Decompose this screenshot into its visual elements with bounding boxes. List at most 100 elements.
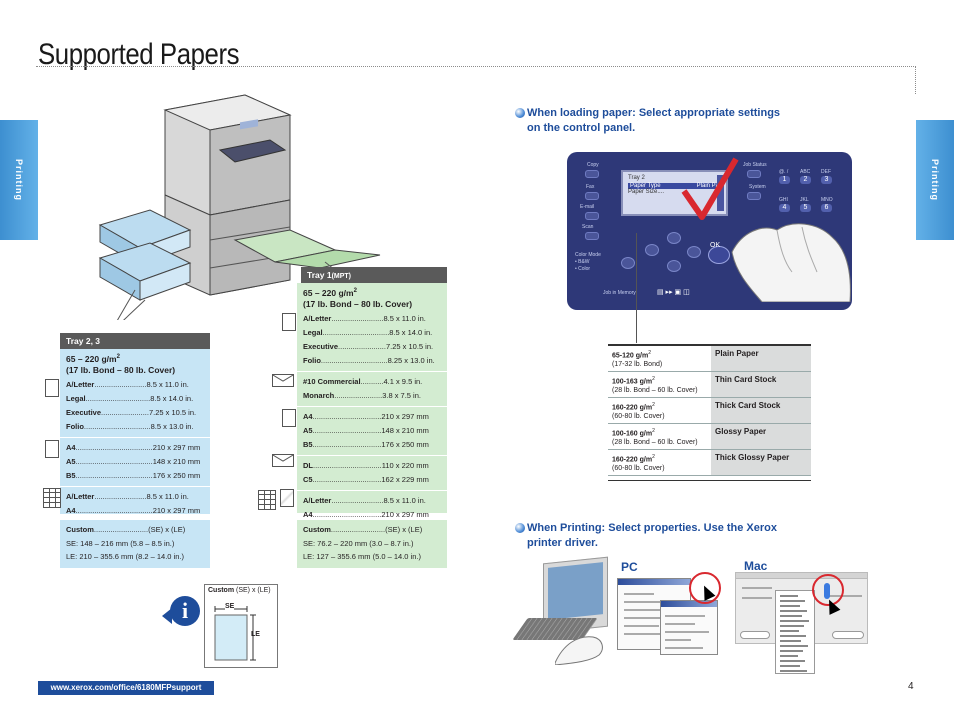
menu-item[interactable] [780,670,807,672]
page-number: 4 [908,681,914,692]
tray1-le: LE: 127 – 355.6 mm (5.0 – 14.0 in.) [303,552,421,561]
tray23-custom-block: Custom..........................(SE) x (… [60,520,210,568]
tray23-size-row: Executive.......................7.25 x 1… [66,407,197,417]
menu-item[interactable] [780,610,807,612]
scan-button[interactable] [585,232,599,240]
arrow-down-button[interactable] [667,260,681,272]
plain-paper-icon [282,409,296,427]
side-tab-left[interactable]: Printing [0,120,38,240]
tray23-se: SE: 148 – 216 mm (5.8 – 8.5 in.) [66,539,175,548]
pc-properties-dialog[interactable] [660,600,718,655]
tray23-block: 65 – 220 g/m2 (17 lb. Bond – 80 lb. Cove… [60,349,210,515]
tray23-weight: 65 – 220 g/m2 [66,353,120,364]
menu-item[interactable] [780,620,809,622]
tray1-block: 65 – 220 g/m2 (17 lb. Bond – 80 lb. Cove… [297,283,447,519]
envelope-icon [272,454,294,467]
plain-paper-icon [45,379,59,397]
back-button[interactable] [621,257,635,269]
tray1-size-row: C5.................................162 x… [303,474,429,484]
tray23-bond: (17 lb. Bond – 80 lb. Cover) [66,364,176,375]
pc-label: PC [621,560,638,574]
keypad-key-4[interactable]: 4 [779,204,790,212]
tray1-size-row: Monarch.......................3.8 x 7.5 … [303,390,421,400]
copy-button[interactable] [585,170,599,178]
info-pointer [162,608,172,624]
menu-item[interactable] [780,660,805,662]
custom-size-sheet [214,606,256,661]
tray1-size-row: Executive.......................7.25 x 1… [303,341,434,351]
support-url[interactable]: www.xerox.com/office/6180MFPsupport [38,681,214,695]
key-letters: GHI [779,197,788,203]
keypad-key-3[interactable]: 3 [821,176,832,184]
key-letters: MNO [821,197,833,203]
tray23-size-row: B5.....................................1… [66,470,201,480]
keypad-key-1[interactable]: 1 [779,176,790,184]
plain-paper-icon [45,440,59,458]
key-letters: @. / [779,169,789,175]
envelope-icon [272,374,294,387]
transparency-icon [280,489,294,507]
loading-heading: When loading paper: Select appropriate s… [515,106,780,136]
custom-size-diagram: Custom (SE) x (LE) SE LE [204,584,278,668]
tray23-size-row: A5.....................................1… [66,456,201,466]
tray1-size-row: B5.................................176 x… [303,439,429,449]
labels-icon [43,488,61,508]
menu-item[interactable] [780,605,800,607]
le-label: LE [251,631,260,638]
tray23-size-row: Legal...............................8.5 … [66,393,194,403]
menu-item[interactable] [780,645,808,647]
tray1-size-row: A/Letter.........................8.5 x 1… [303,495,426,505]
key-letters: JKL [800,197,809,203]
tray1-custom-block: Custom..........................(SE) x (… [297,520,447,568]
printer-illustration [98,94,381,320]
menu-item[interactable] [780,640,801,642]
info-icon: i [170,596,200,626]
arrow-left-button[interactable] [645,244,659,256]
menu-item[interactable] [780,650,803,652]
key-letters: DEF [821,169,831,175]
side-tab-right[interactable]: Printing [916,120,954,240]
tray23-size-row: A/Letter.........................8.5 x 1… [66,379,189,389]
tray1-size-row: A4.................................210 x… [303,411,429,421]
table-bottom-rule [608,480,811,481]
dropdown-arrow-icon[interactable] [824,583,830,599]
menu-item[interactable] [780,600,805,602]
menu-item[interactable] [780,615,802,617]
tray1-se: SE: 76.2 – 220 mm (3.0 – 8.7 in.) [303,539,414,548]
tray1-size-row: A5.................................148 x… [303,425,429,435]
menu-item[interactable] [780,665,800,667]
arrow-up-button[interactable] [667,232,681,244]
paper-type-row: 65-120 g/m2(17-32 lb. Bond)Plain Paper [608,346,811,372]
keypad-key-6[interactable]: 6 [821,204,832,212]
tray1-size-row: A/Letter.........................8.5 x 1… [303,313,426,323]
keypad-key-2[interactable]: 2 [800,176,811,184]
email-button[interactable] [585,212,599,220]
mouse-hand-icon [555,636,603,665]
plain-paper-icon [282,313,296,331]
tray1-size-row: A4.................................210 x… [303,509,429,519]
menu-item[interactable] [780,595,798,597]
panel-status-icons: ▤ ▸▸ ▣ ◫ [657,289,690,296]
ok-button[interactable] [708,246,730,264]
tray1-size-row: DL.................................110 x… [303,460,429,470]
bullet-icon [515,108,525,118]
mac-dropdown-menu[interactable] [775,590,815,674]
menu-item[interactable] [780,655,798,657]
menu-item[interactable] [780,625,804,627]
lcd-scrollbar[interactable] [717,175,724,211]
system-button[interactable] [747,192,761,200]
keypad-key-5[interactable]: 5 [800,204,811,212]
tray1-bond: (17 lb. Bond – 80 lb. Cover) [303,298,413,309]
menu-item[interactable] [780,630,799,632]
fax-button[interactable] [585,192,599,200]
paper-type-table: 65-120 g/m2(17-32 lb. Bond)Plain Paper 10… [608,344,811,476]
menu-item[interactable] [780,635,806,637]
job-status-button[interactable] [747,170,761,178]
tray1-size-row: Folio................................8.2… [303,355,435,365]
se-label: SE [225,603,235,610]
tray23-header: Tray 2, 3 [60,333,210,349]
arrow-right-button[interactable] [687,246,701,258]
paper-type-row: 100-160 g/m2(28 lb. Bond – 60 lb. Cover)… [608,424,811,450]
highlight-circle [812,574,844,606]
